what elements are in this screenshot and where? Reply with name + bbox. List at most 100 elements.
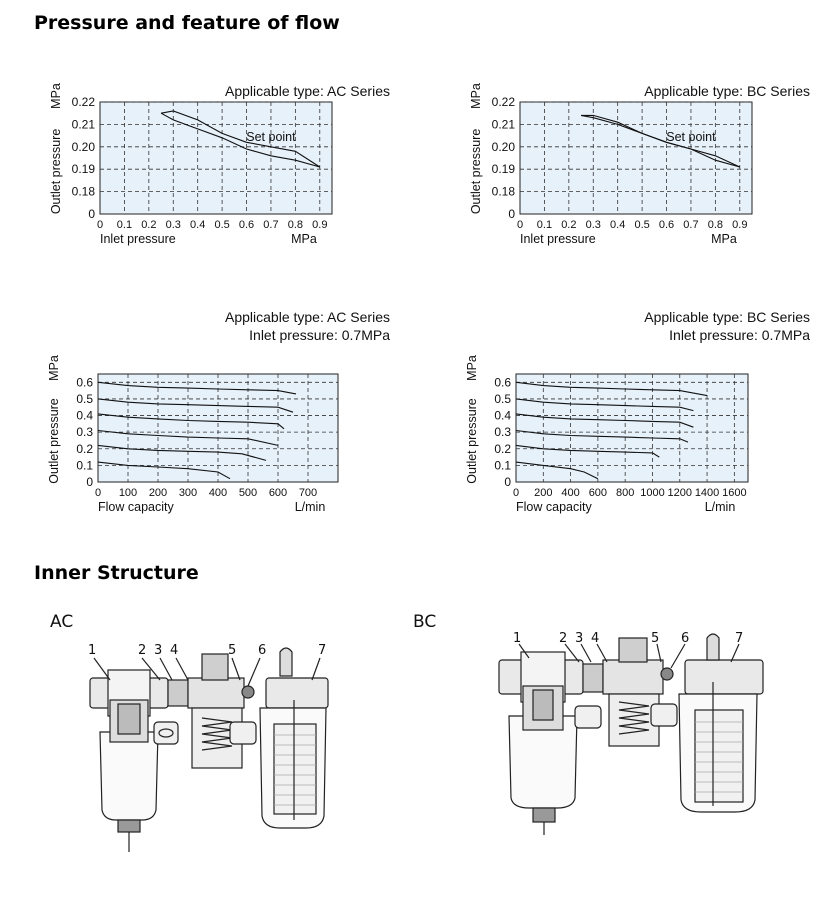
y-tick-label: 0.3 [76, 425, 93, 439]
x-axis-label: Inlet pressure [100, 232, 176, 246]
x-tick-label: 400 [561, 487, 579, 499]
y-tick-label: 0.5 [494, 392, 511, 406]
y-tick-label: 0.19 [492, 162, 516, 176]
series-line-1 [515, 461, 599, 480]
plot-area [99, 101, 333, 215]
ac-callout-1: 1 [88, 643, 96, 658]
bc-inner-structure-diagram: 1 2 3 4 5 6 7 [498, 631, 764, 835]
y-tick-label: 0.22 [72, 95, 96, 109]
y-tick-label: 0.21 [72, 117, 96, 131]
y-tick-label: 0.4 [76, 409, 93, 423]
x-tick-label: 0.8 [288, 219, 303, 231]
y-tick-label: 0.6 [494, 375, 511, 389]
y-axis-unit: MPa [469, 83, 483, 109]
ac-callout-4: 4 [170, 643, 178, 658]
chart-subtitle: Inlet pressure: 0.7MPa [249, 327, 390, 343]
x-axis-unit: L/min [705, 500, 736, 514]
series-line-6 [97, 381, 297, 395]
y-tick-label: 0.1 [76, 458, 93, 472]
x-tick-label: 0.1 [117, 219, 132, 231]
x-tick-label: 400 [209, 487, 227, 499]
y-tick-label: 0.22 [492, 95, 516, 109]
x-tick-label: 0.2 [141, 219, 156, 231]
series-line-4 [97, 413, 285, 430]
x-tick-label: 0.9 [732, 219, 747, 231]
plot-area [519, 101, 753, 215]
x-tick-label: 0.4 [610, 219, 625, 231]
y-axis-label: Outlet pressure [49, 129, 63, 215]
x-tick-label: 0.3 [586, 219, 601, 231]
x-tick-label: 0.6 [659, 219, 674, 231]
x-tick-label: 0.5 [214, 219, 229, 231]
x-tick-label: 1600 [722, 487, 746, 499]
y-axis-unit: MPa [49, 83, 63, 109]
ac-callout-7: 7 [318, 643, 326, 658]
x-tick-label: 0.6 [239, 219, 254, 231]
y-tick-label: 0.3 [494, 425, 511, 439]
bc-callout-7: 7 [735, 631, 743, 646]
x-tick-label: 0 [513, 487, 519, 499]
series-line-1 [97, 461, 231, 480]
x-tick-label: 600 [589, 487, 607, 499]
section-title-inner-structure: Inner Structure [34, 562, 199, 584]
y-tick-label: 0 [504, 475, 511, 489]
plot-area [515, 373, 749, 483]
ac-callout-6: 6 [258, 643, 266, 658]
x-tick-label: 1200 [668, 487, 692, 499]
series-line-6 [515, 381, 708, 397]
ac-structure-label: AC [50, 612, 74, 632]
y-tick-label: 0.19 [72, 162, 96, 176]
y-axis-unit: MPa [47, 355, 61, 381]
series-line-3 [97, 429, 279, 446]
x-tick-label: 0 [97, 219, 103, 231]
series-line-3 [515, 429, 689, 443]
x-tick-label: 0.1 [537, 219, 552, 231]
ac-callout-2: 2 [138, 643, 146, 658]
x-tick-label: 0.9 [312, 219, 327, 231]
y-tick-label: 0.21 [492, 117, 516, 131]
x-tick-label: 0.3 [166, 219, 181, 231]
x-tick-label: 0 [517, 219, 523, 231]
bc-callout-6: 6 [681, 631, 689, 646]
y-tick-label: 0.20 [492, 140, 516, 154]
bc-callout-1: 1 [513, 631, 521, 646]
y-tick-label: 0 [508, 207, 515, 221]
series-line-2 [580, 114, 740, 168]
x-tick-label: 700 [299, 487, 317, 499]
set-point-annotation: Set point [666, 130, 716, 144]
x-tick-label: 1400 [695, 487, 719, 499]
x-tick-label: 800 [616, 487, 634, 499]
y-tick-label: 0.1 [494, 458, 511, 472]
x-tick-label: 0.4 [190, 219, 205, 231]
y-axis-label: Outlet pressure [47, 398, 61, 484]
y-tick-label: 0.6 [76, 375, 93, 389]
chart-subtitle: Inlet pressure: 0.7MPa [669, 327, 810, 343]
bc-callout-5: 5 [651, 631, 659, 646]
series-line-4 [515, 413, 694, 428]
series-line-1 [161, 110, 321, 168]
bc-callout-3: 3 [575, 631, 583, 646]
chart-title: Applicable type: BC Series [644, 83, 810, 99]
series-line-2 [515, 444, 660, 458]
x-axis-label: Inlet pressure [520, 232, 596, 246]
y-tick-label: 0.18 [72, 185, 96, 199]
series-line-2 [160, 112, 320, 168]
x-axis-unit: L/min [295, 500, 326, 514]
y-axis-unit: MPa [465, 355, 479, 381]
x-tick-label: 200 [534, 487, 552, 499]
ac-callout-5: 5 [228, 643, 236, 658]
chart-ac-inlet-pressure: Applicable type: AC Series 0 0.1 0.2 0.3 0.4 0… [49, 83, 390, 246]
x-tick-label: 0 [95, 487, 101, 499]
x-tick-label: 100 [119, 487, 137, 499]
chart-title: Applicable type: AC Series [225, 83, 390, 99]
x-tick-label: 0.7 [263, 219, 278, 231]
y-tick-label: 0 [88, 207, 95, 221]
bc-callout-2: 2 [559, 631, 567, 646]
x-tick-label: 600 [269, 487, 287, 499]
y-tick-label: 0.2 [494, 442, 511, 456]
chart-title: Applicable type: BC Series [644, 309, 810, 325]
x-tick-label: 1000 [640, 487, 664, 499]
x-tick-label: 0.5 [634, 219, 649, 231]
